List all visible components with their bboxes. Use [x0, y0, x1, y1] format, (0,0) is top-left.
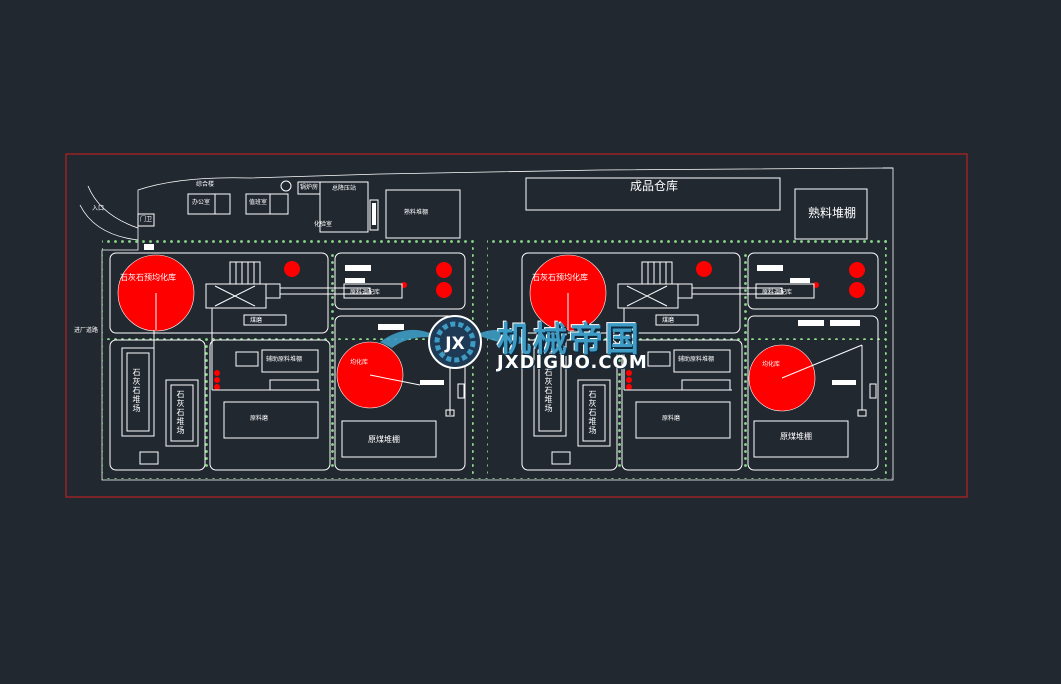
clinker-shed-small: [385, 189, 461, 239]
label-raw-material-right: 辅助原料堆棚: [678, 356, 715, 363]
label-misc4-left: 煤磨: [250, 317, 263, 324]
plant-fence: [101, 167, 894, 481]
watermark-cn: 机械帝国: [497, 320, 641, 360]
label-small-top: 综合楼: [196, 181, 215, 188]
finished-warehouse: [525, 177, 781, 211]
label-limestone-silo-left: 石灰石预均化库: [120, 273, 176, 282]
label-limestone-yard-left: 石灰石堆场: [132, 368, 141, 413]
label-substation: 总降压站: [332, 185, 357, 192]
label-homogenizing-left: 均化库: [350, 359, 369, 366]
label-raw-coal-shed-left: 原煤堆棚: [368, 435, 400, 444]
boiler-stack: [280, 180, 292, 192]
label-misc3-left: 原料磨: [250, 415, 269, 422]
label-boiler: 锅炉房: [300, 184, 319, 191]
line-right: [521, 252, 879, 471]
entrance-road: [87, 185, 139, 229]
label-duty-room: 值班室: [249, 199, 268, 206]
clinker-shed: [794, 188, 868, 240]
label-misc4-right: 煤磨: [662, 317, 675, 324]
label-raw-coal-shed-right: 原煤堆棚: [780, 432, 812, 441]
label-gate: 门卫: [140, 216, 153, 223]
label-finished-warehouse: 成品仓库: [630, 179, 679, 193]
watermark-logo: JX: [380, 315, 528, 369]
watermark-logo-letters: JX: [444, 334, 464, 354]
office-building: [187, 193, 231, 215]
label-misc5-left: 原料调配库: [350, 289, 381, 296]
duty-building: [245, 193, 289, 215]
label-homogenizing-right: 均化库: [762, 361, 781, 368]
label-limestone-yard2-right: 石灰石堆场: [588, 390, 597, 435]
label-limestone-silo-right: 石灰石预均化库: [532, 273, 588, 282]
label-misc3-right: 原料磨: [662, 415, 681, 422]
substation-building: [319, 181, 369, 233]
label-mold: 熟料堆棚: [404, 209, 429, 216]
gate-house: [137, 213, 155, 227]
label-clinker-shed: 熟料堆棚: [808, 206, 857, 220]
site-boundary: [65, 153, 968, 498]
label-misc1: 化验室: [314, 221, 333, 228]
label-limestone-yard-right: 石灰石堆场: [544, 368, 553, 413]
line-left: [109, 252, 466, 471]
label-raw-material-left: 辅助原料堆棚: [266, 356, 303, 363]
label-limestone-yard2-left: 石灰石堆场: [176, 390, 185, 435]
watermark-en: JXDIGUO.COM: [497, 352, 648, 373]
label-road-left: 进厂道路: [74, 327, 99, 334]
label-misc5-right: 原料调配库: [762, 289, 793, 296]
label-entrance: 入口: [92, 205, 105, 212]
label-office: 办公室: [192, 199, 211, 206]
